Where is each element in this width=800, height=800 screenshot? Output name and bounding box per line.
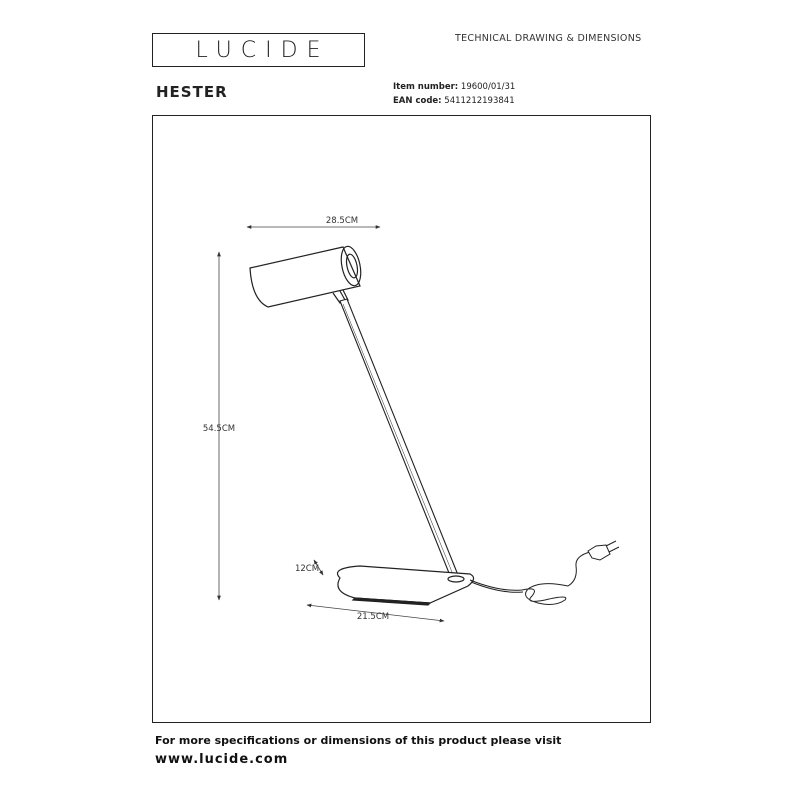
width-dimension: 28.5CM <box>246 216 381 229</box>
base-depth-dimension: 12CM <box>295 559 324 576</box>
item-number-label: Item number: <box>393 82 459 92</box>
product-name: HESTER <box>156 83 228 101</box>
logo-text: LUCIDE <box>195 37 330 63</box>
height-dimension-label: 54.5CM <box>203 424 235 434</box>
drawing-frame <box>152 115 651 723</box>
ean-code-value: 5411212193841 <box>444 96 515 106</box>
width-dimension-label: 28.5CM <box>326 216 358 226</box>
item-number-row: Item number: 19600/01/31 <box>393 82 515 92</box>
base-width-dimension-label: 21.5CM <box>357 612 389 622</box>
lamp-base <box>336 565 475 606</box>
ean-code-label: EAN code: <box>393 96 442 106</box>
power-plug-icon <box>587 540 620 561</box>
power-cable <box>469 551 591 605</box>
item-number-value: 19600/01/31 <box>460 82 516 92</box>
lamp-arm <box>339 298 459 579</box>
brand-logo: LUCIDE <box>152 33 365 67</box>
ean-code-row: EAN code: 5411212193841 <box>393 96 515 106</box>
lamp-head <box>249 245 362 308</box>
base-depth-dimension-label: 12CM <box>295 564 319 574</box>
height-dimension: 54.5CM <box>203 251 235 601</box>
base-width-dimension: 21.5CM <box>306 603 445 623</box>
document-title: TECHNICAL DRAWING & DIMENSIONS <box>455 33 642 44</box>
footer-url[interactable]: www.lucide.com <box>155 752 289 767</box>
footer-note: For more specifications or dimensions of… <box>155 734 562 747</box>
